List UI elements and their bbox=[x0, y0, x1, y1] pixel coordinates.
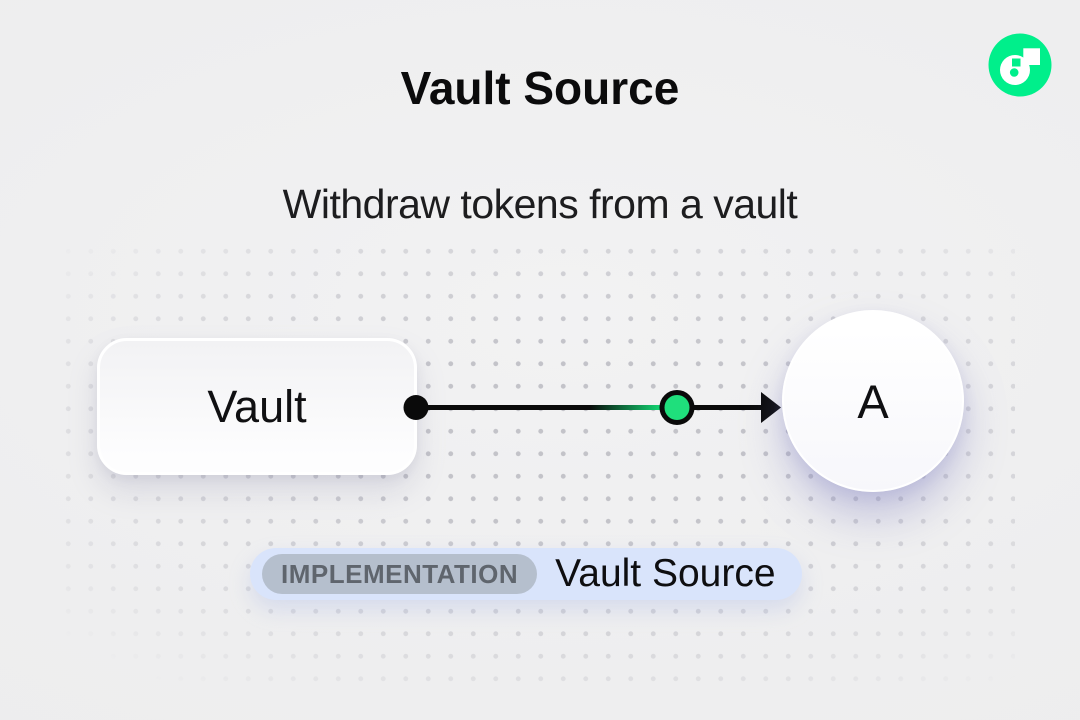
edge-start-dot bbox=[403, 395, 429, 420]
target-node-label: A bbox=[857, 374, 889, 428]
vault-source-node: Vault bbox=[97, 338, 417, 475]
connector-edge bbox=[403, 390, 781, 425]
implementation-badge: IMPLEMENTATION Vault Source bbox=[250, 548, 802, 600]
vault-node-label: Vault bbox=[207, 380, 307, 432]
implementation-tag: IMPLEMENTATION bbox=[262, 554, 538, 594]
page-subtitle: Withdraw tokens from a vault bbox=[282, 181, 798, 227]
implementation-label: Vault Source bbox=[555, 552, 776, 595]
page-title: Vault Source bbox=[400, 62, 680, 114]
target-account-node: A bbox=[782, 310, 964, 492]
flow-logo-icon bbox=[988, 33, 1052, 97]
arrowhead-icon bbox=[761, 392, 781, 423]
token-dot bbox=[659, 390, 695, 425]
